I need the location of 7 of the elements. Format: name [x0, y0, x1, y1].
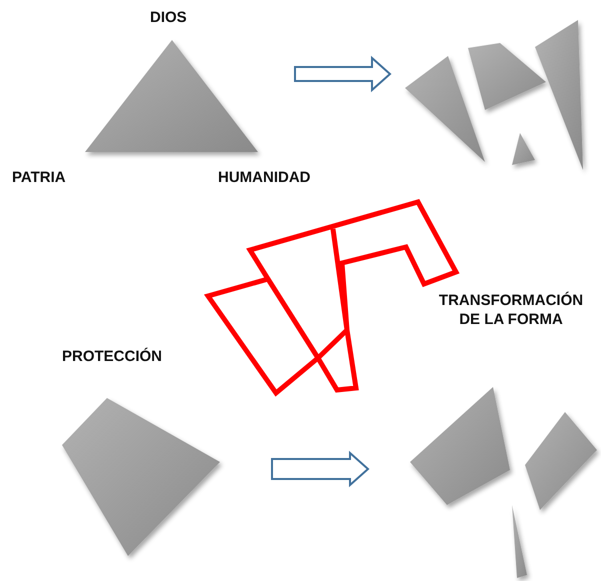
caption-text: TRANSFORMACIÓN DE LA FORMA	[438, 292, 584, 330]
corner-label: PROTECCIÓN	[62, 348, 162, 367]
corner-label: DIOS	[150, 9, 187, 28]
corner-label: HUMANIDAD	[218, 169, 310, 188]
corner-label: PATRIA	[12, 169, 66, 188]
block-arrow	[294, 56, 392, 92]
block-arrow	[271, 450, 370, 488]
